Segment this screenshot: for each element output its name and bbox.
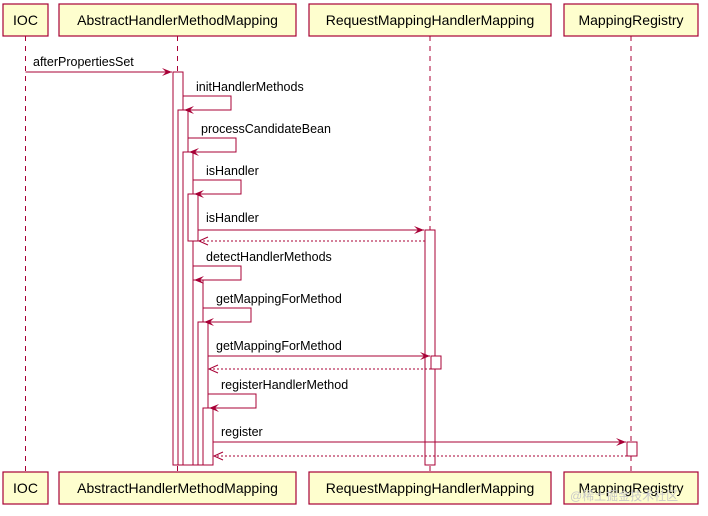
message-3: processCandidateBean	[188, 122, 331, 156]
message-2: initHandlerMethods	[183, 80, 304, 114]
message-8: getMappingForMethod	[203, 292, 342, 326]
participant-label: IOC	[13, 480, 38, 496]
message-label: afterPropertiesSet	[33, 55, 134, 69]
participant-ahmm-top: AbstractHandlerMethodMapping	[58, 3, 297, 37]
message-label: getMappingForMethod	[216, 292, 342, 306]
watermark: @稀土掘金技术社区	[570, 488, 678, 503]
activation-mr-register	[626, 441, 638, 457]
message-5: isHandler	[198, 211, 424, 234]
participant-label: RequestMappingHandlerMapping	[326, 480, 535, 496]
participant-label: AbstractHandlerMethodMapping	[77, 12, 278, 28]
participant-label: RequestMappingHandlerMapping	[326, 12, 535, 28]
message-label: isHandler	[206, 164, 259, 178]
message-11: registerHandlerMethod	[208, 378, 348, 412]
participant-label: IOC	[13, 12, 38, 28]
activation-ahmm-registerHandlerMethod	[202, 407, 214, 466]
activation-ahmm-isHandler	[187, 193, 199, 242]
message-label: registerHandlerMethod	[221, 378, 348, 392]
message-7: detectHandlerMethods	[193, 250, 332, 284]
message-12: register	[213, 425, 626, 446]
participant-rmhm-bottom: RequestMappingHandlerMapping	[308, 471, 552, 505]
participant-label: AbstractHandlerMethodMapping	[77, 480, 278, 496]
message-10	[207, 364, 431, 374]
message-label: detectHandlerMethods	[206, 250, 332, 264]
message-label: initHandlerMethods	[196, 80, 304, 94]
participant-rmhm-top: RequestMappingHandlerMapping	[308, 3, 552, 37]
message-6	[197, 236, 425, 246]
participant-ioc-top: IOC	[2, 3, 49, 37]
participant-ahmm-bottom: AbstractHandlerMethodMapping	[58, 471, 297, 505]
participant-mr-bottom: MappingRegistry	[563, 471, 699, 505]
message-1: afterPropertiesSet	[25, 55, 172, 76]
message-label: register	[221, 425, 263, 439]
participant-label: MappingRegistry	[578, 12, 683, 28]
activation-rmhm-isHandler	[424, 229, 436, 466]
message-label: processCandidateBean	[201, 122, 331, 136]
participant-ioc-bottom: IOC	[2, 471, 49, 505]
message-9: getMappingForMethod	[208, 339, 430, 360]
participant-label: MappingRegistry	[578, 480, 683, 496]
message-4: isHandler	[193, 164, 259, 198]
activation-rmhm-getMappingForMethod	[430, 355, 442, 370]
message-label: getMappingForMethod	[216, 339, 342, 353]
message-label: isHandler	[206, 211, 259, 225]
message-13	[212, 451, 627, 461]
participant-mr-top: MappingRegistry	[563, 3, 699, 37]
